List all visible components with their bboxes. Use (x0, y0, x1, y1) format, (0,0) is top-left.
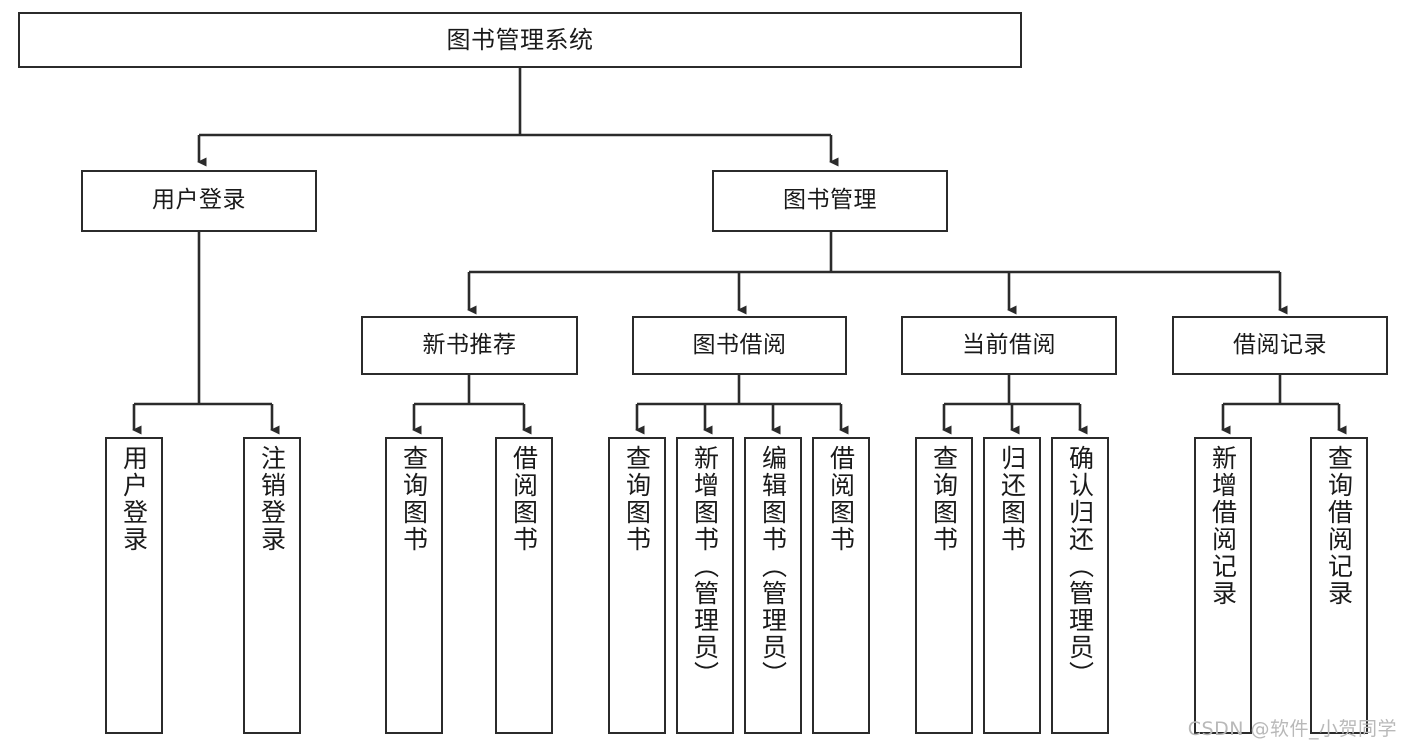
leaf-user-login-logout[interactable]: 注销登录 (243, 437, 301, 734)
node-label: 查询图书 (399, 445, 429, 553)
node-label: 新书推荐 (422, 331, 517, 358)
node-label: 查询借阅记录 (1324, 445, 1354, 607)
node-label: 新增图书（管理员） (690, 445, 720, 688)
leaf-current-borrow-confirm-return[interactable]: 确认归还（管理员） (1051, 437, 1109, 734)
node-label: 借阅图书 (826, 445, 856, 553)
csdn-watermark: CSDN @软件_小贺同学 (1187, 718, 1397, 740)
leaf-book-borrow-edit[interactable]: 编辑图书（管理员） (744, 437, 802, 734)
node-new-book-recommend[interactable]: 新书推荐 (361, 316, 578, 375)
leaf-current-borrow-query[interactable]: 查询图书 (915, 437, 973, 734)
node-label: 归还图书 (997, 445, 1027, 553)
node-label: 编辑图书（管理员） (758, 445, 788, 688)
node-label: 当前借阅 (962, 331, 1056, 358)
node-label: 图书借阅 (692, 331, 787, 358)
leaf-new-book-borrow[interactable]: 借阅图书 (495, 437, 553, 734)
leaf-current-borrow-return[interactable]: 归还图书 (983, 437, 1041, 734)
leaf-new-book-query[interactable]: 查询图书 (385, 437, 443, 734)
node-label: 注销登录 (257, 445, 287, 553)
node-root-system[interactable]: 图书管理系统 (18, 12, 1022, 68)
node-borrow-record[interactable]: 借阅记录 (1172, 316, 1388, 375)
node-current-borrow[interactable]: 当前借阅 (901, 316, 1117, 375)
node-label: 图书管理系统 (446, 25, 594, 54)
node-label: 查询图书 (929, 445, 959, 553)
leaf-borrow-record-add[interactable]: 新增借阅记录 (1194, 437, 1252, 734)
node-label: 图书管理 (783, 187, 877, 214)
leaf-book-borrow-borrow[interactable]: 借阅图书 (812, 437, 870, 734)
leaf-borrow-record-query[interactable]: 查询借阅记录 (1310, 437, 1368, 734)
leaf-book-borrow-query[interactable]: 查询图书 (608, 437, 666, 734)
node-label: 新增借阅记录 (1208, 445, 1238, 607)
node-label: 借阅图书 (509, 445, 539, 553)
node-label: 用户登录 (152, 187, 246, 214)
node-label: 用户登录 (119, 445, 149, 553)
node-book-borrow[interactable]: 图书借阅 (632, 316, 847, 375)
node-label: 确认归还（管理员） (1065, 445, 1095, 688)
node-book-management[interactable]: 图书管理 (712, 170, 948, 232)
node-label: 借阅记录 (1233, 331, 1327, 358)
node-user-login[interactable]: 用户登录 (81, 170, 317, 232)
leaf-book-borrow-add[interactable]: 新增图书（管理员） (676, 437, 734, 734)
node-label: 查询图书 (622, 445, 652, 553)
leaf-user-login-login[interactable]: 用户登录 (105, 437, 163, 734)
